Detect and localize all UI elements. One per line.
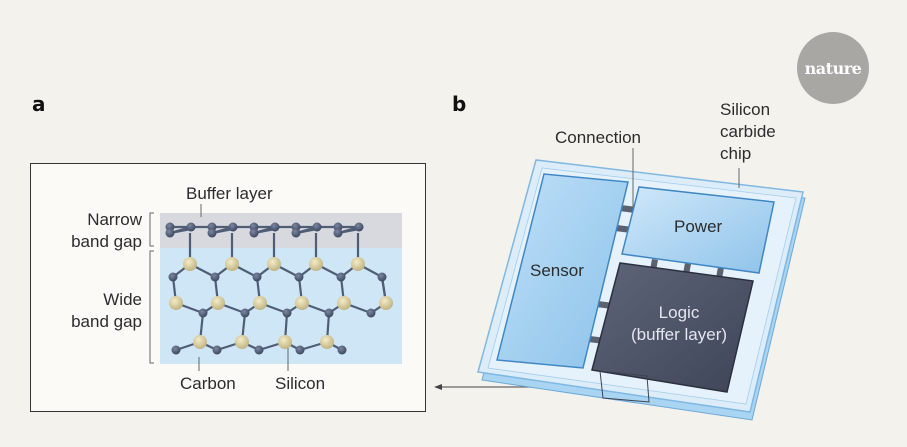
carbon-atom	[337, 345, 347, 355]
buffer-layer-region	[160, 213, 402, 248]
carbon-atom	[354, 222, 364, 232]
narrow-band-gap-label: Narrow band gap	[50, 209, 142, 253]
silicon-atom	[351, 257, 365, 271]
carbon-atom	[252, 272, 262, 282]
carbon-atom	[207, 228, 217, 238]
arrow-head-icon	[434, 384, 442, 390]
chip-line-1: Silicon	[720, 100, 771, 119]
carbon-atom	[165, 228, 175, 238]
silicon-label: Silicon	[275, 374, 326, 393]
carbon-atom	[249, 228, 259, 238]
wide-line-1: Wide	[103, 290, 142, 309]
silicon-atom	[320, 335, 334, 349]
chip-label: Silicon carbide chip	[720, 99, 776, 165]
nature-logo-text: nature	[804, 58, 862, 78]
power-block	[621, 186, 775, 274]
carbon-atom	[240, 308, 250, 318]
silicon-atom	[379, 296, 393, 310]
carbon-atom	[377, 272, 387, 282]
logic-line-2: (buffer layer)	[630, 325, 728, 344]
carbon-atom	[282, 308, 292, 318]
wide-band-gap-label: Wide band gap	[50, 289, 142, 333]
carbon-atom	[228, 222, 238, 232]
logic-block	[591, 262, 754, 393]
carbon-atom	[212, 345, 222, 355]
carbon-atom	[254, 345, 264, 355]
silicon-atom	[267, 257, 281, 271]
panel-a-label: a	[32, 92, 46, 116]
narrow-bracket	[149, 212, 154, 247]
carbon-atom	[336, 272, 346, 282]
panel-b-label: b	[452, 92, 467, 116]
carbon-atom	[366, 308, 376, 318]
silicon-atom	[225, 257, 239, 271]
carbon-atom	[186, 222, 196, 232]
carbon-atom	[168, 272, 178, 282]
carbon-atom	[171, 345, 181, 355]
sensor-block	[496, 173, 629, 369]
carbon-atom	[210, 272, 220, 282]
silicon-atom	[193, 335, 207, 349]
silicon-atom	[278, 335, 292, 349]
silicon-atom	[169, 296, 183, 310]
connection-label: Connection	[555, 128, 642, 147]
carbon-atom	[324, 308, 334, 318]
carbon-atom	[312, 222, 322, 232]
carbon-atom	[295, 345, 305, 355]
power-label: Power	[674, 217, 723, 236]
carbon-atom	[333, 228, 343, 238]
narrow-line-1: Narrow	[87, 210, 142, 229]
silicon-atom	[253, 296, 267, 310]
carbon-label: Carbon	[180, 374, 236, 393]
buffer-layer-label: Buffer layer	[186, 184, 273, 203]
carbon-atom	[291, 228, 301, 238]
silicon-atom	[183, 257, 197, 271]
sensor-label: Sensor	[530, 261, 584, 280]
silicon-atom	[211, 296, 225, 310]
logic-line-1: Logic	[658, 303, 700, 322]
chip-line-3: chip	[720, 144, 752, 163]
carbon-atom	[198, 308, 208, 318]
nature-logo: nature	[797, 32, 869, 104]
carbon-atom	[270, 222, 280, 232]
wide-bracket	[149, 250, 154, 364]
silicon-atom	[295, 296, 309, 310]
atoms	[165, 222, 393, 355]
narrow-line-2: band gap	[71, 232, 142, 251]
chip-line-2: carbide	[720, 122, 776, 141]
silicon-atom	[337, 296, 351, 310]
wide-line-2: band gap	[71, 312, 142, 331]
logic-label: Logic (buffer layer)	[614, 302, 744, 346]
zoom-region-box	[599, 370, 650, 403]
silicon-atom	[309, 257, 323, 271]
silicon-atom	[235, 335, 249, 349]
carbon-atom	[294, 272, 304, 282]
